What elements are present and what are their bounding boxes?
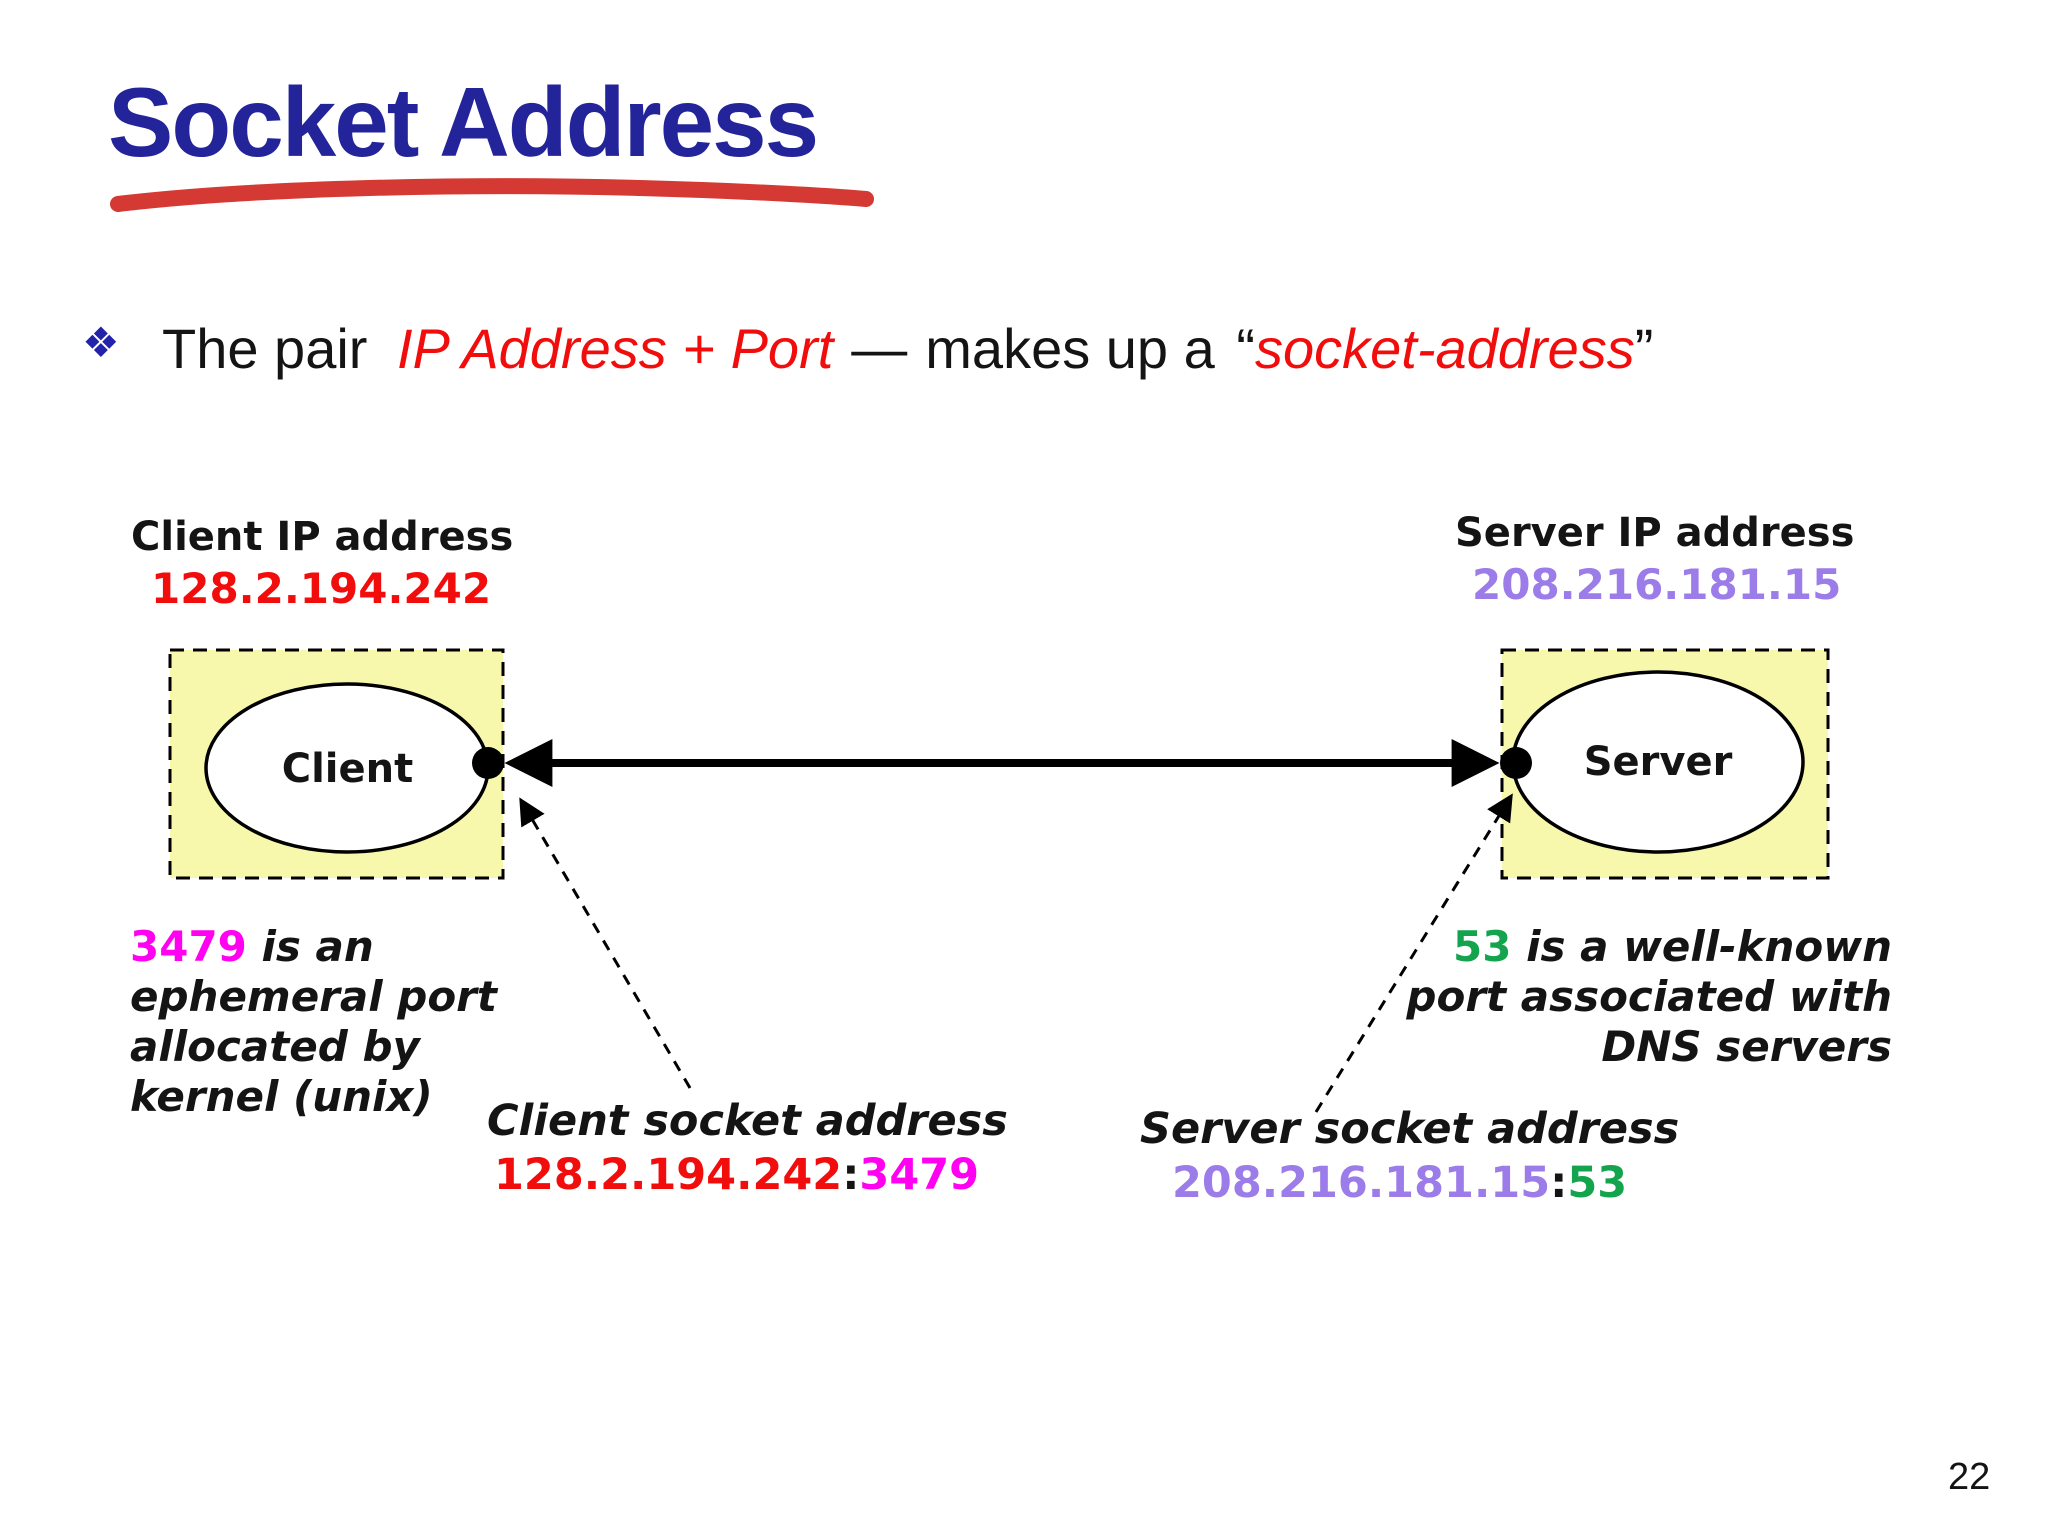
client-ip-value: 128.2.194.242 (151, 564, 492, 613)
server-socket-value: 208.216.181.15:53 (1172, 1158, 1627, 1208)
client-socket-pointer-arrow (519, 797, 692, 1089)
client-port-note-line1: 3479 is an (130, 922, 497, 972)
client-port-note-line2: ephemeral port (130, 972, 497, 1021)
server-port-note-rest1: is a well-known (1511, 922, 1892, 971)
server-port-note: 53 is a well-known port associated with … (1392, 922, 1892, 1072)
client-node-label-text: Client (281, 746, 414, 792)
client-socket-colon: : (842, 1150, 860, 1200)
server-ip-label: Server IP address (1455, 510, 1855, 556)
open-quote: “ (1236, 317, 1255, 380)
server-port-number: 53 (1453, 922, 1512, 971)
server-port-note-line1: 53 is a well-known (1392, 922, 1892, 972)
client-port-note-rest1: is an (246, 922, 374, 971)
server-port-note-line2: port associated with (1406, 972, 1892, 1021)
client-node-label: Client (206, 686, 489, 852)
server-socket-label: Server socket address (1140, 1104, 1680, 1154)
client-port-note: 3479 is an ephemeral port allocated by k… (130, 922, 497, 1122)
server-port-note-line3: DNS servers (1601, 1022, 1892, 1071)
server-socket-pointer-arrow (1314, 793, 1513, 1113)
client-socket-value: 128.2.194.242:3479 (494, 1150, 979, 1200)
title-underline-swoosh (110, 178, 874, 212)
server-node-label: Server (1513, 672, 1803, 852)
server-connection-point (1500, 747, 1532, 779)
server-socket-port: 53 (1567, 1158, 1628, 1208)
client-socket-ip: 128.2.194.242 (494, 1150, 843, 1200)
client-ip-label: Client IP address (131, 514, 514, 560)
bullet-dash: — (851, 317, 908, 380)
close-quote: ” (1634, 317, 1654, 380)
bullet-diamond-icon: ❖ (82, 319, 120, 366)
client-port-note-line4: kernel (unix) (130, 1072, 433, 1121)
server-socket-colon: : (1550, 1158, 1568, 1208)
server-socket-ip: 208.216.181.15 (1172, 1158, 1551, 1208)
client-socket-label: Client socket address (487, 1096, 1008, 1146)
page-number: 22 (1948, 1456, 1991, 1498)
bullet-highlight-socket-address: socket-address (1254, 317, 1635, 380)
client-socket-port: 3479 (859, 1150, 980, 1200)
bullet-highlight-ip-port: IP Address + Port (397, 317, 834, 380)
bullet-text: The pair IP Address + Port — makes up a “s… (162, 316, 1653, 381)
server-ip-value: 208.216.181.15 (1472, 560, 1842, 609)
page-title: Socket Address (108, 67, 819, 177)
bullet-text-plain-2: makes up a (925, 317, 1231, 380)
client-port-number: 3479 (130, 922, 247, 971)
client-connection-point (472, 747, 504, 779)
server-node-label-text: Server (1583, 739, 1733, 785)
bullet-text-plain: The pair (162, 317, 383, 380)
client-port-note-line3: allocated by (130, 1022, 420, 1071)
